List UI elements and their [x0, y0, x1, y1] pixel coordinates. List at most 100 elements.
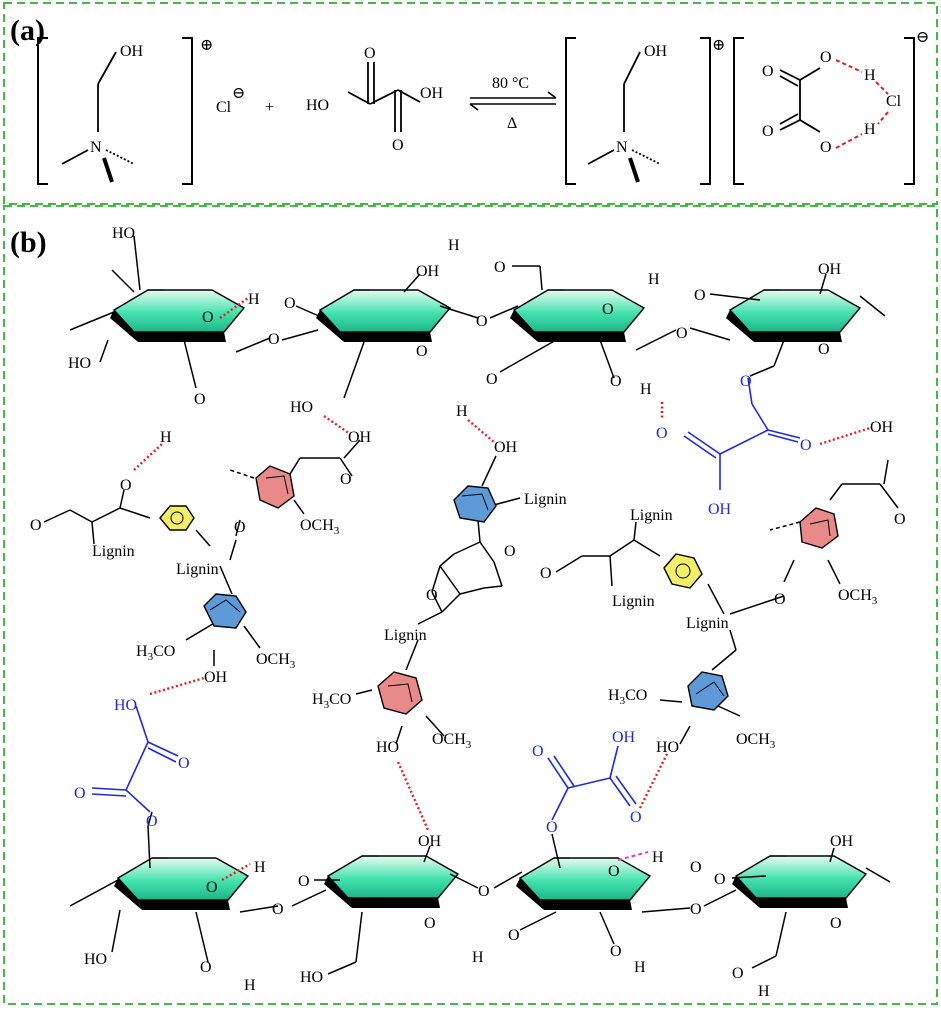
ox-cr-o-3: O — [546, 819, 558, 836]
glucose-ring-top-1 — [109, 289, 245, 343]
t-ho-2: HO — [68, 355, 91, 372]
ox-l-o-2: O — [74, 785, 86, 802]
product-choline-n: N — [616, 139, 628, 156]
c-och3: OCH3 — [432, 731, 472, 751]
lignin-ring-red-center — [377, 671, 423, 715]
c-o-1: O — [504, 543, 516, 560]
ox-cr-o-2: O — [630, 809, 642, 826]
r-och3-1: OCH3 — [838, 587, 878, 607]
r-h3co: H3CO — [608, 687, 647, 707]
b-o-7: O — [732, 965, 744, 982]
t-h-2: H — [160, 429, 172, 446]
lignin-ring-red-left — [255, 465, 295, 509]
t-ho-1: HO — [112, 225, 135, 242]
b-o-link-2: O — [478, 883, 490, 900]
product-choline-bracket — [565, 37, 711, 185]
chloride: Cl — [216, 99, 232, 116]
equilibrium-arrow — [469, 91, 557, 111]
l-o-4: O — [340, 471, 352, 488]
t-h-1: H — [248, 291, 260, 308]
glucose-ring-bottom-4 — [731, 855, 867, 909]
ox-l-ho: HO — [114, 697, 137, 714]
b-o-6: O — [714, 871, 726, 888]
glucose-ring-bottom-1 — [113, 857, 249, 911]
t-oh-1: OH — [416, 263, 440, 280]
b-o-1: O — [298, 873, 310, 890]
l-och3-2: OCH3 — [256, 651, 296, 671]
b-o-5: O — [610, 943, 622, 960]
lignin-ring-blue-left — [203, 593, 247, 629]
t-o-ring-4: O — [818, 341, 830, 358]
b-ho-1: HO — [84, 951, 107, 968]
product-positive-charge: ⊕ — [712, 37, 725, 54]
t-o-link-2: O — [476, 313, 488, 330]
c-lignin-1: Lignin — [524, 491, 567, 508]
glucose-ring-top-3 — [509, 289, 645, 343]
t-h-6: H — [648, 271, 660, 288]
oxalic-oh: OH — [420, 85, 444, 102]
skeleton-bonds — [43, 235, 899, 975]
choline-bracket — [37, 37, 193, 185]
panel-a-frame — [3, 2, 938, 205]
complex-h-2: H — [864, 121, 876, 138]
glucose-ring-bottom-3 — [515, 857, 651, 911]
l-o-2: O — [30, 517, 42, 534]
t-o-2: O — [284, 295, 296, 312]
ox-tr-oh: OH — [708, 501, 732, 518]
lignin-ring-blue-center — [453, 485, 497, 523]
c-h3co: H3CO — [312, 691, 351, 711]
t-o-5: O — [486, 371, 498, 388]
reaction-heat: Δ — [507, 115, 517, 132]
b-o-4: O — [508, 927, 520, 944]
b-oh-1: OH — [418, 833, 442, 850]
b-o-ring-2: O — [424, 915, 436, 932]
b-h-5: H — [634, 959, 646, 976]
b-h-6: H — [758, 983, 770, 1000]
b-o-2: O — [200, 959, 212, 976]
complex-o-1: O — [762, 63, 774, 80]
b-o-ring-1: O — [206, 879, 218, 896]
complex-o-3: O — [820, 49, 832, 66]
c-ho-1: HO — [376, 739, 399, 756]
r-lignin-3: Lignin — [686, 615, 729, 632]
b-o-link-1: O — [272, 901, 284, 918]
complex-o-2: O — [762, 123, 774, 140]
l-oh-1: OH — [204, 669, 228, 686]
r-och3-2: OCH3 — [736, 731, 776, 751]
ox-tr-o-2: O — [656, 425, 668, 442]
choline-n: N — [90, 139, 102, 156]
panel-b-label: (b) — [10, 226, 47, 259]
oxalate-bridge-top-right — [683, 377, 801, 490]
r-ho-1: HO — [656, 739, 679, 756]
r-lignin-2: Lignin — [612, 593, 655, 610]
choline-oh: OH — [120, 43, 144, 60]
b-h-4: H — [472, 949, 484, 966]
t-o-ring-1: O — [202, 309, 214, 326]
panel-b-frame — [3, 205, 938, 1005]
l-lignin-1: Lignin — [92, 543, 135, 560]
lignin-ring-blue-right — [687, 671, 729, 711]
plus-sign: + — [265, 99, 274, 116]
ox-l-o-1: O — [178, 755, 190, 772]
t-o-3: O — [194, 391, 206, 408]
l-o-3: O — [234, 519, 246, 536]
t-oh-3: OH — [818, 261, 842, 278]
oxalate-bridge-center-right — [547, 745, 637, 821]
positive-charge: ⊕ — [200, 37, 213, 54]
b-o-ring-4: O — [830, 915, 842, 932]
l-lignin-2: Lignin — [176, 561, 219, 578]
reaction-temperature: 80 °C — [492, 75, 529, 92]
t-h-4: H — [456, 403, 468, 420]
b-h-1: H — [254, 859, 266, 876]
complex-hbonds — [835, 59, 889, 149]
ox-tr-o-3: O — [800, 437, 812, 454]
b-o-ring-3: O — [608, 863, 620, 880]
t-h-5: H — [640, 381, 652, 398]
ox-l-o-3: O — [146, 813, 158, 830]
b-oh-2: OH — [830, 833, 854, 850]
r-oh-1: OH — [870, 419, 894, 436]
glucose-ring-top-2 — [315, 289, 451, 343]
r-o-2: O — [540, 565, 552, 582]
